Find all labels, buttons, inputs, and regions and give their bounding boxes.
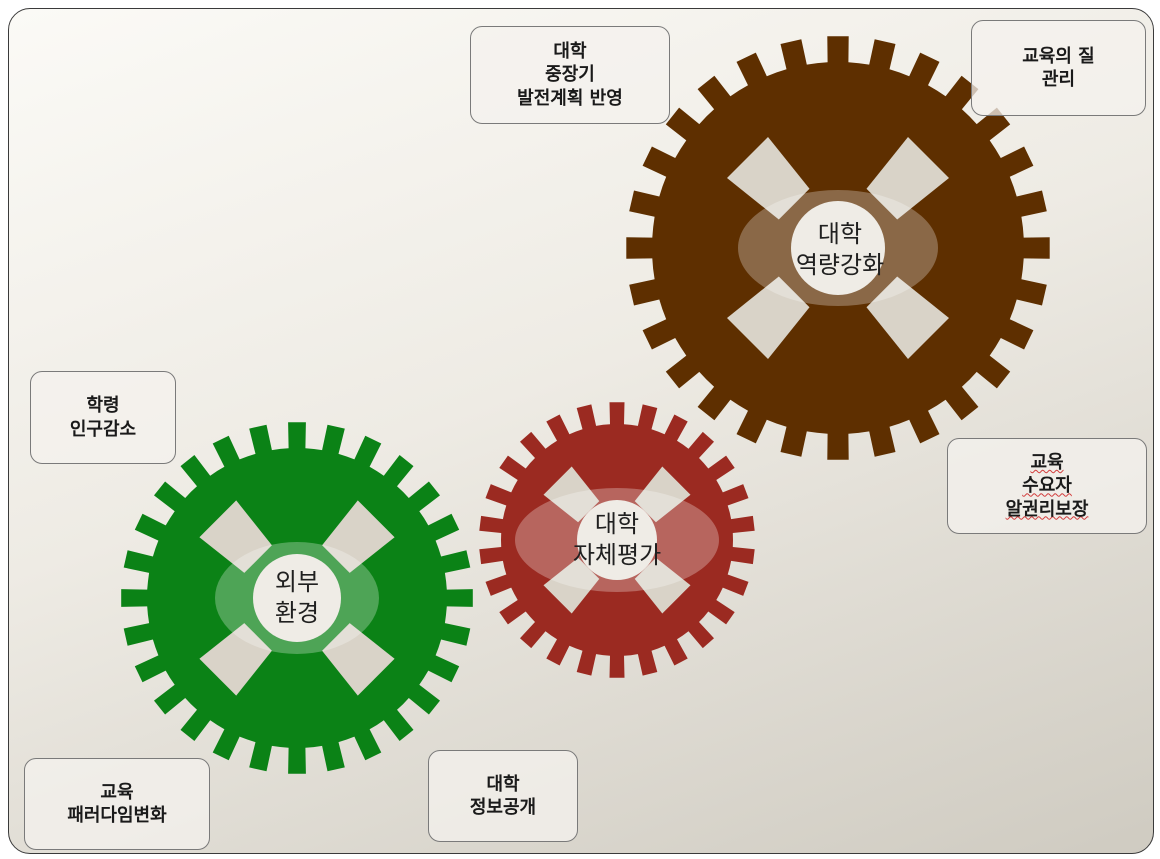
note-university-disclosure: 대학 정보공개 [428, 750, 578, 842]
gear-label-external-environment: 외부 환경 [274, 567, 320, 627]
gear-label-university-capacity: 대학 역량강화 [795, 219, 885, 279]
gear-self-evaluation [479, 402, 755, 678]
gear-label-self-evaluation: 대학 자체평가 [572, 509, 662, 569]
gear-external-environment [121, 422, 473, 774]
note-long-term-plan: 대학 중장기 발전계획 반영 [470, 26, 670, 124]
note-education-paradigm: 교육 패러다임변화 [24, 758, 210, 850]
gear-university-capacity [626, 36, 1050, 460]
note-right-to-know: 교육 수요자 알권리보장 [947, 438, 1147, 534]
note-education-quality: 교육의 질 관리 [971, 20, 1146, 116]
note-school-age-population: 학령 인구감소 [30, 371, 176, 464]
